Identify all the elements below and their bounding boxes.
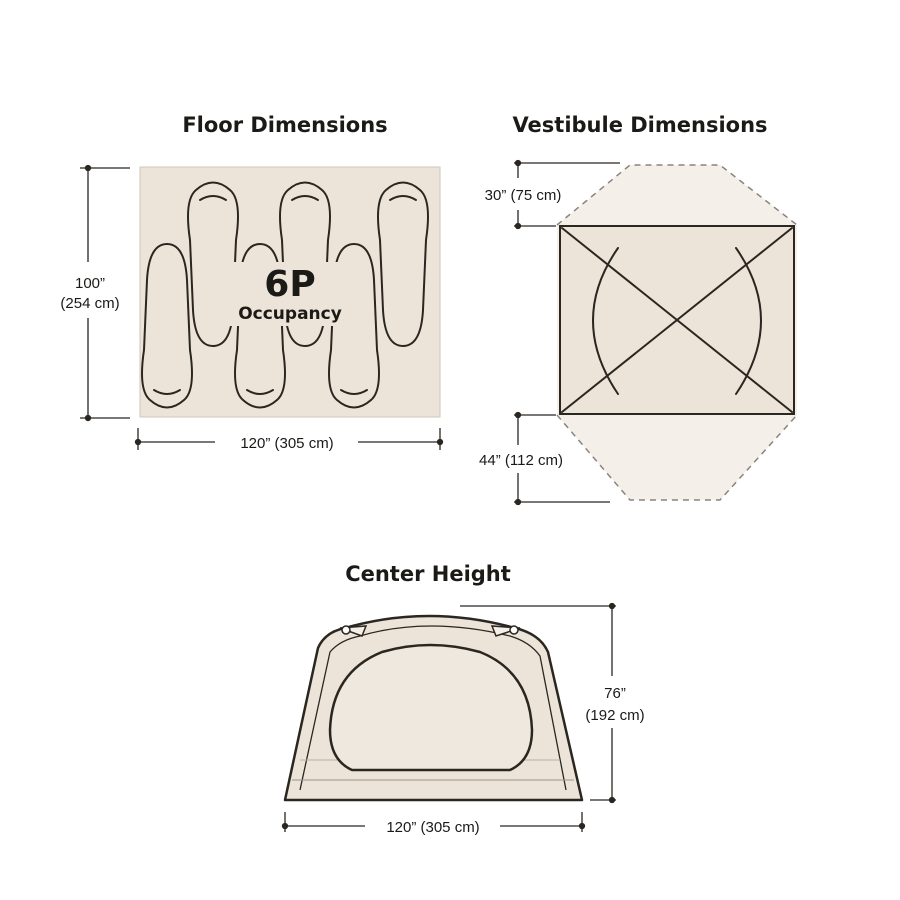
occupancy-label-background [228,262,358,326]
vestibule-dimensions-title: Vestibule Dimensions [512,113,767,137]
sleeping-bag [234,243,286,409]
center-height-label-line1: 76” [604,685,626,702]
floor-dimensions-title: Floor Dimensions [182,113,387,137]
center-height-label-line2: (192 cm) [585,707,644,724]
vestibule-rear-label: 44” (112 cm) [479,452,563,469]
center-height-dimension-line [460,602,616,804]
vestibule-rear-dimension-line [514,411,610,506]
floor-width-label: 120” (305 cm) [240,435,333,452]
rear-vestibule-outline [556,414,798,501]
vestibule-front-dimension-line [514,159,620,230]
sleeping-bag [187,181,239,347]
tent-door [328,643,534,772]
sleeping-bag [377,181,429,347]
vestibule-plan [556,164,798,501]
vestibule-front-label: 30” (75 cm) [485,187,562,204]
sleeping-bags [141,181,429,409]
front-width-dimension-line [281,812,586,832]
sleeping-bag [279,181,331,347]
front-width-label: 120” (305 cm) [386,819,479,836]
occupancy-label: Occupancy [238,304,342,324]
floor-plan: 6P Occupancy [139,166,441,418]
floor-depth-dimension-line [80,164,130,422]
center-height-title: Center Height [345,562,511,586]
floor-depth-label-line2: (254 cm) [60,295,119,312]
sleeping-bag [141,243,193,409]
tent-front-view [283,614,584,802]
occupancy-number: 6P [264,264,315,305]
front-vestibule-outline [556,164,798,226]
floor-width-dimension-line [134,428,444,450]
floor-depth-label-line1: 100” [75,275,105,292]
pole-structure [561,227,793,413]
sleeping-bag [328,243,380,409]
